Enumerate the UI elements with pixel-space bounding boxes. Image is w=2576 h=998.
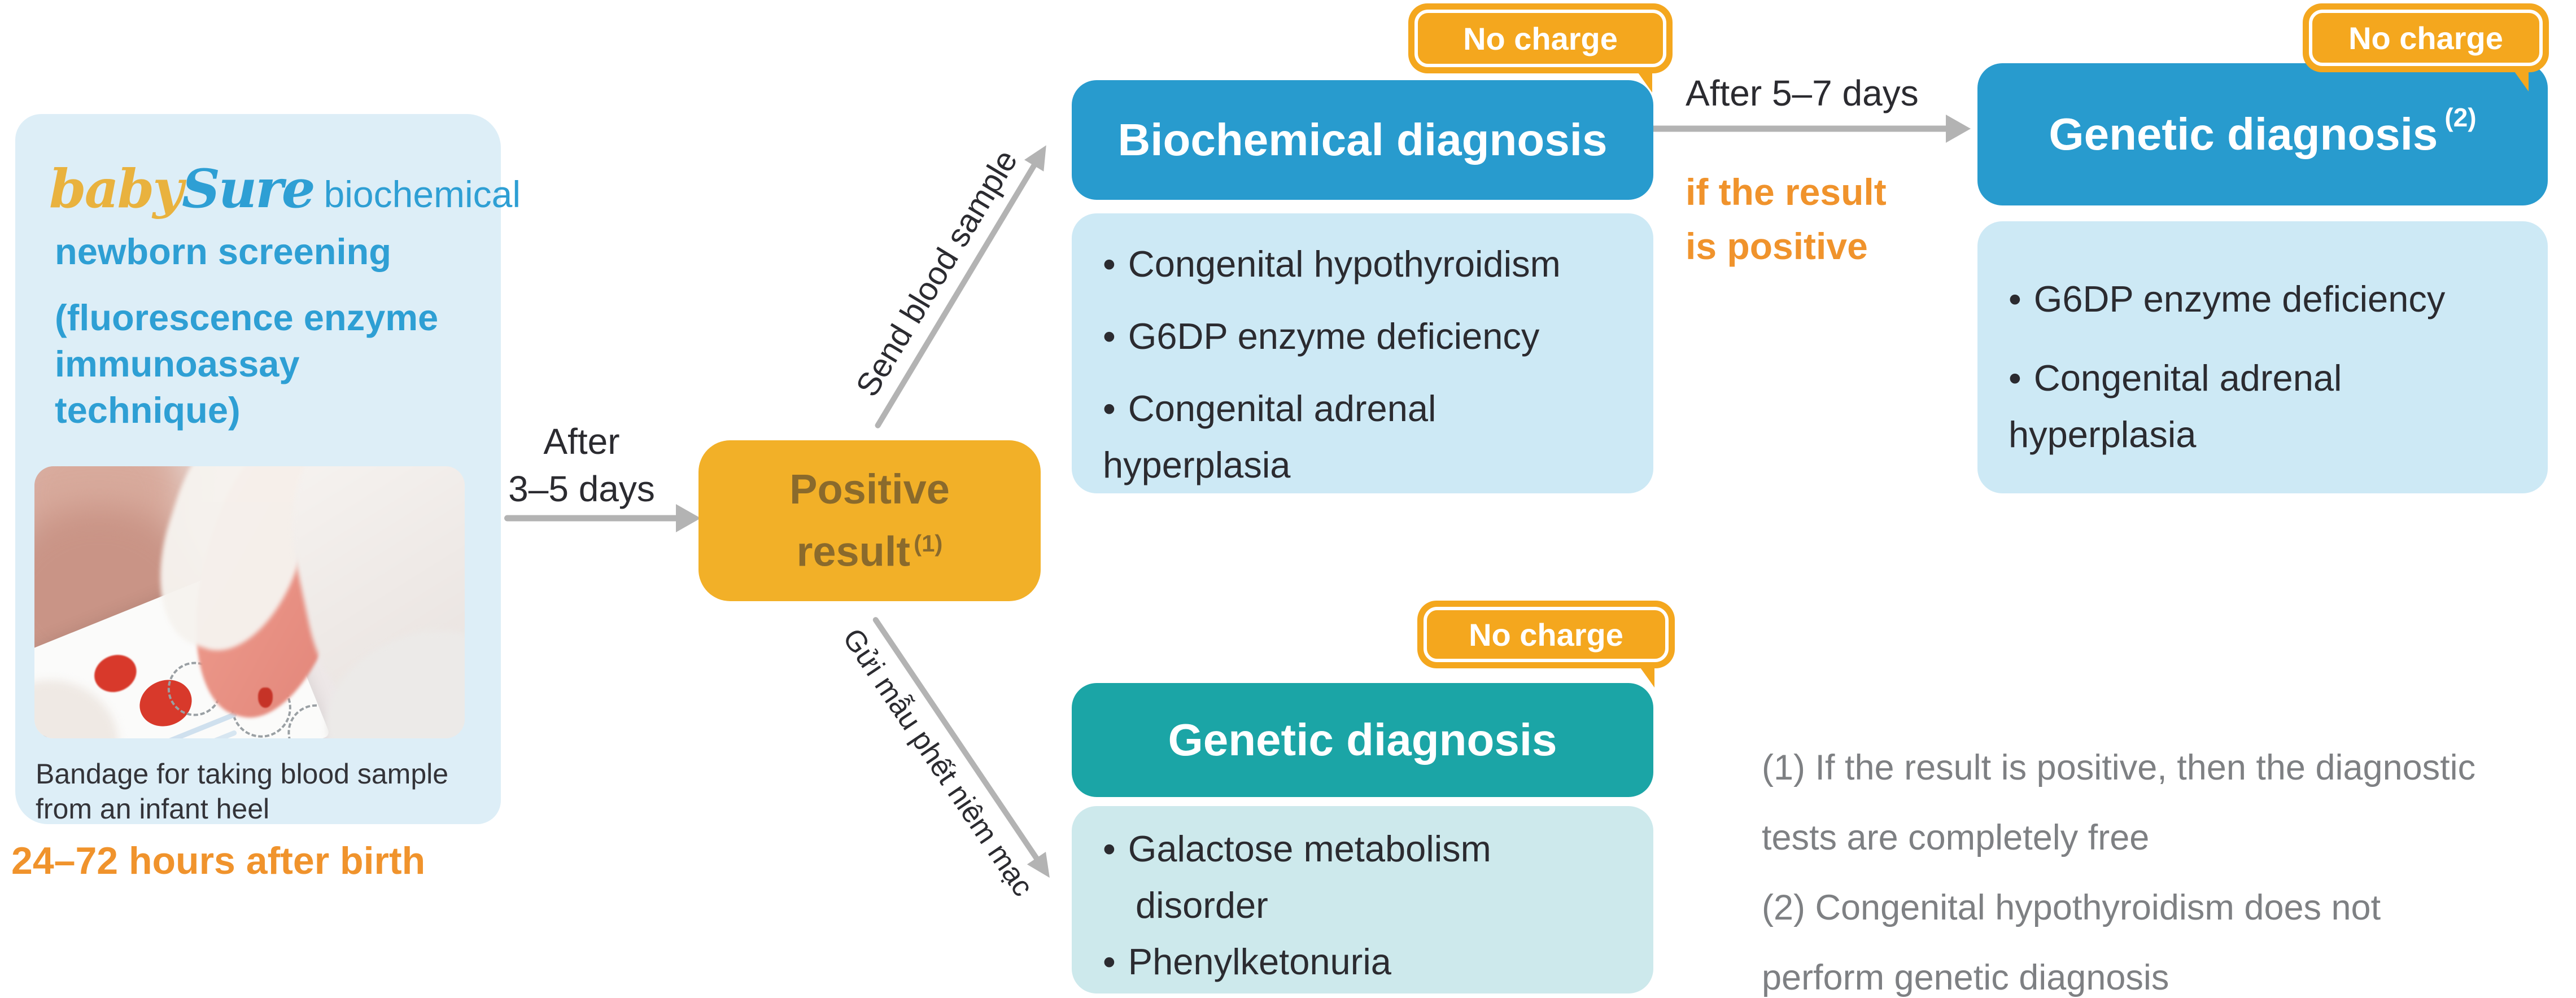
bullet-icon: • [1103, 243, 1116, 284]
biochemical-diagnosis-node: Biochemical diagnosis [1072, 80, 1653, 200]
positive-result-label: Positive result(1) [789, 462, 950, 579]
positive-result-node: Positive result(1) [698, 440, 1041, 601]
bullet-icon: • [1103, 828, 1116, 869]
no-charge-badge: No charge [1417, 601, 1675, 688]
arrow-to-genetic-diagnosis [1648, 111, 1971, 147]
if-result-positive-label: if the result is positive [1686, 171, 1887, 267]
after-5-7-days-label: After 5–7 days [1686, 73, 1919, 113]
positive-result-footnote-ref: (1) [914, 530, 943, 557]
genetic-diagnosis-title: Genetic diagnosis [2049, 109, 2438, 159]
bullet-icon: • [1103, 388, 1116, 429]
arrow-head-icon [1946, 115, 1971, 143]
list-item: •Congenital hypothyroidism [1103, 243, 1561, 284]
no-charge-badge: No charge [2303, 3, 2549, 91]
logo-biochemical-label: biochemical [324, 173, 521, 215]
no-charge-badge: No charge [1408, 3, 1673, 93]
bullet-icon: • [1103, 316, 1116, 357]
list-item: •Phenylketonuria [1103, 941, 1391, 982]
list-item: •Galactose metabolism disorder [1103, 828, 1491, 926]
genetic-diagnosis-node: Genetic diagnosis (2) [1977, 63, 2548, 205]
arrow-to-positive-result [504, 500, 701, 536]
arrow-head-icon [676, 504, 701, 532]
genetic-diagnosis-bottom-node: Genetic diagnosis [1072, 683, 1653, 797]
list-item: •G6DP enzyme deficiency [2009, 278, 2446, 319]
arrow-line [874, 160, 1039, 430]
timing-note: 24–72 hours after birth [11, 839, 426, 882]
genetic-diagnosis-bottom-title: Genetic diagnosis [1168, 715, 1557, 765]
technique-label: (fluorescence enzyme immunoassay techniq… [55, 297, 439, 431]
photo-caption: Bandage for taking blood sample from an … [36, 758, 449, 825]
heel-blood-sample-photo [34, 466, 465, 738]
list-item: •G6DP enzyme deficiency [1103, 316, 1540, 357]
send-swab-sample-label: Gửi mẫu phết niêm mạc [836, 623, 1040, 903]
arrow-head-icon [1024, 139, 1056, 172]
arrow-line [504, 515, 682, 522]
logo-sure: Sure [181, 158, 316, 220]
positive-result-text: Positive result [789, 466, 950, 575]
genetic-diagnosis-list: •G6DP enzyme deficiency •Congenital adre… [1977, 221, 2548, 493]
no-charge-label: No charge [2348, 20, 2503, 56]
after-3-5-days-label: After 3–5 days [508, 421, 655, 509]
bullet-icon: • [2009, 278, 2021, 319]
footnotes: (1) If the result is positive, then the … [1762, 733, 2558, 998]
biochemical-diagnosis-list: •Congenital hypothyroidism •G6DP enzyme … [1072, 213, 1653, 493]
photo-blood-spot [89, 649, 142, 699]
biochemical-diagnosis-title: Biochemical diagnosis [1117, 115, 1608, 165]
photo-blood-drop [258, 688, 273, 708]
bullet-icon: • [2009, 357, 2021, 399]
send-blood-sample-label: Send blood sample [849, 143, 1025, 403]
bullet-icon: • [1103, 941, 1116, 982]
footnote-1: (1) If the result is positive, then the … [1762, 748, 2476, 857]
footnote-2: (2) Congenital hypothyroidism does not p… [1762, 888, 2381, 997]
arrow-line [1648, 125, 1951, 132]
genetic-diagnosis-footnote-ref: (2) [2444, 103, 2477, 132]
genetic-diagnosis-bottom-list: •Galactose metabolism disorder •Phenylke… [1072, 806, 1653, 993]
newborn-screening-label: newborn screening [55, 231, 391, 272]
arrow-send-swab-sample: Gửi mẫu phết niêm mạc [836, 616, 1059, 902]
arrow-send-blood-sample: Send blood sample [849, 139, 1056, 430]
arrow-line [871, 616, 1042, 864]
no-charge-label: No charge [1469, 616, 1623, 653]
logo-baby: baby [49, 158, 184, 220]
list-item: •Congenital adrenal hyperplasia [1103, 388, 1437, 485]
list-item: •Congenital adrenal hyperplasia [2009, 357, 2342, 455]
no-charge-label: No charge [1463, 20, 1618, 56]
